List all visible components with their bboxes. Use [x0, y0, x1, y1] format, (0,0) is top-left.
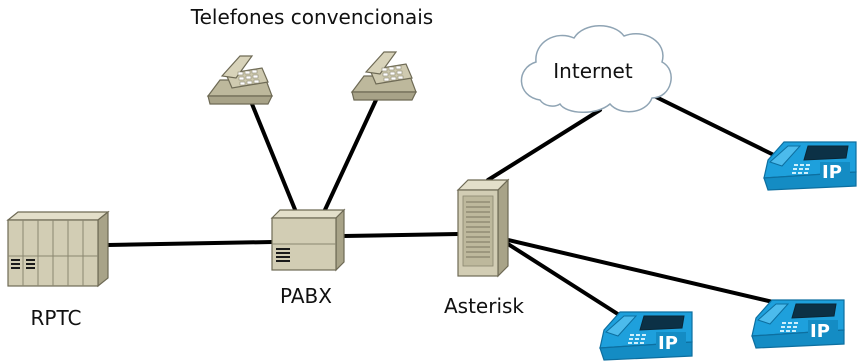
asterisk-node: Asterisk	[444, 178, 524, 318]
link-asterisk-ipphone-bottom-left	[506, 242, 626, 320]
ip-phone-right: IP	[763, 141, 857, 191]
cloud-icon	[520, 25, 672, 113]
ip-badge: IP	[822, 162, 842, 183]
link-pabx-asterisk	[342, 232, 460, 238]
link-asterisk-internet	[486, 108, 602, 182]
internet-cloud: Internet	[520, 25, 672, 113]
ip-phone-icon	[599, 311, 693, 361]
rptc-node: RPTC	[6, 210, 110, 330]
pabx-node: PABX	[270, 208, 346, 308]
conventional-phones-label: Telefones convencionais	[190, 5, 433, 29]
rptc-label: RPTC	[31, 306, 82, 330]
ip-phone-bottom-right: IP	[751, 299, 845, 349]
connection-lines	[106, 94, 792, 320]
asterisk-label: Asterisk	[444, 294, 524, 318]
link-rptc-pabx	[106, 240, 274, 247]
ip-phone-icon	[751, 299, 845, 349]
telephone-exchange-icon	[6, 210, 110, 288]
desk-phone-icon	[351, 51, 417, 101]
ip-phone-bottom-left: IP	[599, 311, 693, 361]
link-phone2-pabx	[322, 98, 378, 214]
link-asterisk-ipphone-bottom-right	[506, 238, 792, 308]
ip-badge: IP	[658, 333, 678, 354]
internet-label: Internet	[553, 59, 633, 83]
pabx-label: PABX	[280, 284, 332, 308]
ip-badge: IP	[810, 321, 830, 342]
link-internet-ipphone-right	[652, 94, 786, 162]
link-phone1-pabx	[250, 102, 298, 214]
tower-server-icon	[456, 178, 510, 278]
desk-phone-icon	[207, 55, 273, 105]
ip-phone-icon	[763, 141, 857, 191]
pabx-device-icon	[270, 208, 346, 272]
